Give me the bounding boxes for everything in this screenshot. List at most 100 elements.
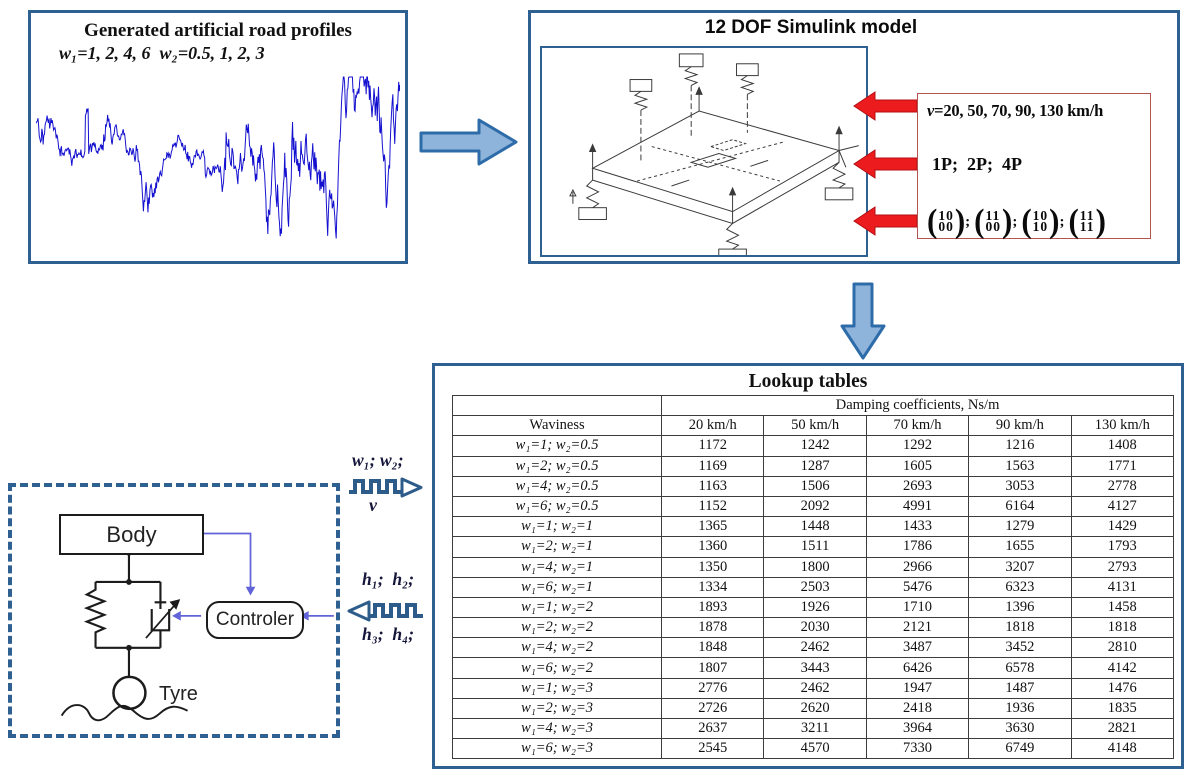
- damping-cell: 4570: [763, 738, 867, 760]
- damping-cell: 1835: [1070, 697, 1175, 720]
- waviness-cell: w₁=6; w₂=0.5: [451, 495, 663, 518]
- damping-cell: 2503: [763, 576, 867, 598]
- group-header-row: Damping coefficients, Ns/m: [451, 394, 1174, 417]
- quarter-car-panel: Body Controler Tyre: [8, 483, 340, 738]
- waviness-cell: w₁=6; w₂=1: [451, 576, 663, 598]
- damping-cell: 1926: [763, 596, 867, 619]
- damping-cell: 5476: [865, 576, 970, 598]
- damping-cell: 1807: [661, 657, 765, 679]
- damping-cell: 7330: [865, 738, 970, 760]
- speed-values: =20, 50, 70, 90, 130 km/h: [934, 101, 1104, 120]
- col-header-130: 130 km/h: [1070, 415, 1175, 437]
- damping-cell: 1172: [661, 435, 765, 457]
- input-arrow-matrices: [853, 206, 917, 236]
- damping-cell: 3211: [763, 717, 867, 740]
- column-header-row: Waviness 20 km/h 50 km/h 70 km/h 90 km/h…: [451, 415, 1175, 437]
- damping-cell: 1365: [661, 516, 765, 538]
- damping-cell: 1793: [1070, 536, 1175, 558]
- flow-arrow-right: [419, 118, 518, 166]
- waviness-cell: w₁=2; w₂=1: [451, 536, 663, 558]
- damping-cell: 1511: [763, 536, 867, 558]
- waviness-cell: w₁=1; w₂=2: [451, 596, 663, 619]
- controller-block: Controler: [206, 601, 304, 639]
- input-arrow-speeds: [853, 91, 917, 121]
- damping-cell: 1448: [763, 516, 867, 538]
- damping-cell: 1350: [661, 556, 765, 578]
- damping-cell: 1334: [661, 576, 765, 598]
- road-surface-squiggle: [60, 704, 188, 722]
- damping-cell: 1800: [763, 556, 867, 578]
- damping-cell: 1818: [1070, 617, 1175, 639]
- damping-cell: 2793: [1070, 556, 1175, 578]
- waviness-cell: w₁=4; w₂=1: [451, 556, 663, 578]
- damping-cell: 4991: [865, 495, 970, 518]
- damping-cell: 1655: [968, 536, 1072, 558]
- damping-cell: 6749: [968, 738, 1072, 760]
- damping-cell: 6323: [968, 576, 1072, 598]
- waviness-cell: w₁=4; w₂=0.5: [451, 475, 663, 497]
- input-arrow-passengers: [853, 149, 917, 179]
- waviness-cell: w₁=2; w₂=2: [451, 617, 663, 639]
- damping-cell: 1408: [1070, 435, 1175, 457]
- input-parameters-box: v=20, 50, 70, 90, 130 km/h 1P; 2P; 4P (1…: [917, 93, 1151, 239]
- damping-cell: 3443: [763, 657, 867, 679]
- damping-cell: 4148: [1070, 738, 1175, 760]
- damping-cell: 2637: [661, 717, 765, 740]
- damping-cell: 1216: [968, 435, 1072, 457]
- damping-cell: 1458: [1070, 596, 1175, 619]
- damping-cell: 2418: [865, 697, 970, 720]
- damping-cell: 6164: [968, 495, 1072, 518]
- lookup-tables-panel: Lookup tables Damping coefficients, Ns/m…: [432, 363, 1184, 769]
- damping-cell: 2092: [763, 495, 867, 518]
- simulink-model-sketch: [540, 46, 868, 262]
- road-profiles-title: Generated artificial road profiles: [84, 20, 352, 41]
- flow-arrow-down: [840, 282, 886, 360]
- damping-cell: 2778: [1070, 475, 1175, 497]
- damping-cell: 1771: [1070, 455, 1175, 477]
- damping-cell: 1287: [763, 455, 867, 477]
- damping-cell: 4142: [1070, 657, 1175, 679]
- simulink-title: 12 DOF Simulink model: [704, 17, 918, 38]
- waviness-cell: w₁=6; w₂=3: [451, 738, 663, 760]
- damping-cell: 1242: [763, 435, 867, 457]
- matrix-separator: ;: [1059, 214, 1065, 230]
- waviness-signal-label: w₁; w₂;: [352, 450, 404, 470]
- step-arrow-to-lookup: [349, 477, 423, 498]
- damping-cell: 1396: [968, 596, 1072, 619]
- col-header-20: 20 km/h: [661, 415, 765, 437]
- waviness-cell: w₁=4; w₂=2: [451, 637, 663, 659]
- damping-cell: 1169: [661, 455, 765, 477]
- damping-cell: 1429: [1070, 516, 1175, 538]
- damping-cell: 1893: [661, 596, 765, 619]
- tyre-label: Tyre: [159, 683, 198, 705]
- damping-cell: 1487: [968, 677, 1072, 699]
- damping-cell: 1710: [865, 596, 970, 619]
- damping-cell: 3964: [865, 717, 970, 740]
- damping-cell: 1476: [1070, 677, 1175, 699]
- speeds-line: v=20, 50, 70, 90, 130 km/h: [927, 101, 1141, 121]
- damping-cell: 1152: [661, 495, 765, 518]
- damping-cell: 3630: [968, 717, 1072, 740]
- col-header-70: 70 km/h: [865, 415, 970, 437]
- damping-cell: 2821: [1070, 717, 1175, 740]
- matrix-separator: ;: [965, 214, 971, 230]
- damping-cell: 1848: [661, 637, 765, 659]
- damping-cell: 1433: [865, 516, 970, 538]
- col-header-waviness: Waviness: [451, 415, 663, 437]
- road-signal-line: [36, 76, 400, 239]
- damping-cell: 1605: [865, 455, 970, 477]
